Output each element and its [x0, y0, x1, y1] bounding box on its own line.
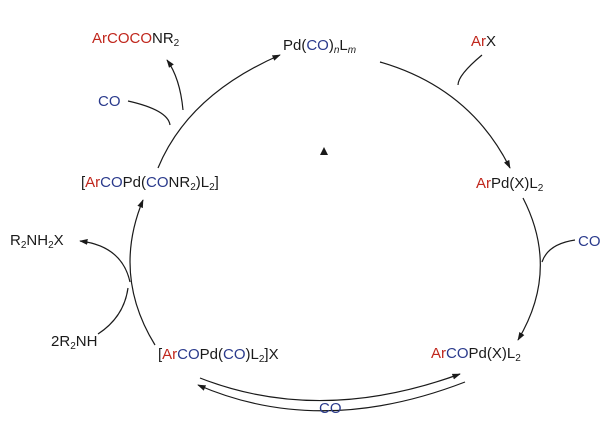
- ammonium_salt-run-4: X: [53, 232, 64, 249]
- arcopd_conr2-run-8: 2: [209, 182, 215, 193]
- ammonium-exit-arrow: [79, 238, 131, 283]
- pd_catalyst-run-3: n: [333, 45, 340, 56]
- aryl_halide-run-0: Ar: [471, 33, 486, 50]
- amine-run-1: 2: [70, 341, 76, 352]
- product-run-1: COCO: [107, 30, 152, 47]
- ammonium_salt-run-2: NH: [26, 232, 49, 249]
- arcopd_conr2-run-0: [: [81, 174, 86, 191]
- ammonium_salt-run-3: 2: [48, 240, 54, 251]
- amine-run-2: NH: [75, 333, 98, 350]
- pd_catalyst-run-4: L: [339, 37, 348, 54]
- aryl_halide-run-1: X: [486, 33, 497, 50]
- arpdxl2-run-2: 2: [537, 183, 544, 194]
- co-label-bottom: CO: [319, 400, 342, 418]
- arcopd_co_x-run-4: CO: [223, 346, 246, 363]
- arcopd_co_x-run-0: [: [158, 346, 163, 363]
- acyl-palladium-halide-label: ArCOPd(X)L2: [431, 345, 521, 364]
- cycle-arrow-left-bottom: [129, 199, 156, 346]
- aryl-halide-label: ArX: [471, 33, 496, 51]
- co-entry-arrow-top: [127, 100, 171, 126]
- co_bottom-run-0: CO: [319, 400, 342, 417]
- arcopd_co_x-run-2: CO: [177, 346, 200, 363]
- ammonium_salt-run-1: 2: [20, 240, 27, 251]
- arcopd_conr2-run-6: 2: [190, 182, 196, 193]
- pd_catalyst-run-5: m: [347, 45, 357, 56]
- aryl-palladium-halide-label: ArPd(X)L2: [476, 175, 544, 194]
- ammonium_salt-run-0: R: [10, 232, 21, 249]
- product-run-3: 2: [173, 38, 180, 49]
- arcopd_conr2-run-4: CO: [146, 174, 169, 191]
- arcopd_conr2-run-9: ]: [214, 174, 219, 191]
- center-marker: [320, 147, 328, 155]
- pd_catalyst-run-2: ): [328, 37, 334, 54]
- ammonium-salt-label: R2NH2X: [10, 232, 64, 251]
- arcopdxl2-run-0: Ar: [431, 345, 446, 362]
- arx-entry-arrow: [457, 54, 483, 86]
- arcopd_conr2-run-1: Ar: [85, 174, 101, 191]
- cycle-arrow-top-right: [379, 61, 511, 169]
- co-label-right: CO: [578, 233, 601, 251]
- arcopd_co_x-run-1: Ar: [162, 346, 178, 363]
- pd_catalyst-run-1: CO: [306, 37, 329, 54]
- amine-label: 2R2NH: [51, 333, 98, 352]
- arcopd_conr2-run-5: NR: [168, 174, 191, 191]
- ketoamide-product-label: ArCOCONR2: [92, 30, 180, 49]
- equilibrium-arrow-reverse: [197, 381, 466, 412]
- cationic-acyl-palladium-label: [ArCOPd(CO)L2]X: [158, 346, 279, 365]
- cycle-arrow-left-top: [157, 54, 281, 169]
- co-entry-arrow-right: [541, 239, 576, 263]
- arcopd_co_x-run-5: )L: [245, 346, 259, 363]
- pd_catalyst-run-0: Pd(: [283, 37, 307, 54]
- palladium-catalyst-label: Pd(CO)nLm: [283, 37, 357, 56]
- co_insertion-run-0: CO: [578, 233, 601, 250]
- arpdxl2-run-0: Ar: [476, 175, 491, 192]
- equilibrium-arrow-forward: [199, 373, 461, 402]
- product-run-2: NR: [152, 30, 174, 47]
- arcopd_conr2-run-3: Pd(: [122, 174, 147, 191]
- arcopd_co_x-run-3: Pd(: [199, 346, 224, 363]
- arpdxl2-run-1: Pd(X)L: [491, 175, 538, 192]
- arcopd_conr2-run-2: CO: [100, 174, 123, 191]
- amine-run-0: 2R: [51, 333, 71, 350]
- arcopdxl2-run-2: Pd(X)L: [468, 345, 516, 362]
- cycle-arrow-right: [517, 197, 541, 341]
- product-run-0: Ar: [92, 30, 107, 47]
- co-label-top: CO: [98, 93, 121, 111]
- acyl-carbamoyl-palladium-label: [ArCOPd(CONR2)L2]: [81, 174, 219, 193]
- co_top-run-0: CO: [98, 93, 121, 110]
- arcopd_co_x-run-6: 2: [258, 354, 265, 365]
- product-exit-arrow: [166, 59, 184, 111]
- arcopdxl2-run-3: 2: [515, 353, 521, 364]
- arcopdxl2-run-1: CO: [446, 345, 469, 362]
- amine-entry-arrow: [97, 287, 129, 335]
- arcopd_conr2-run-7: )L: [195, 174, 210, 191]
- arcopd_co_x-run-7: ]X: [264, 346, 279, 363]
